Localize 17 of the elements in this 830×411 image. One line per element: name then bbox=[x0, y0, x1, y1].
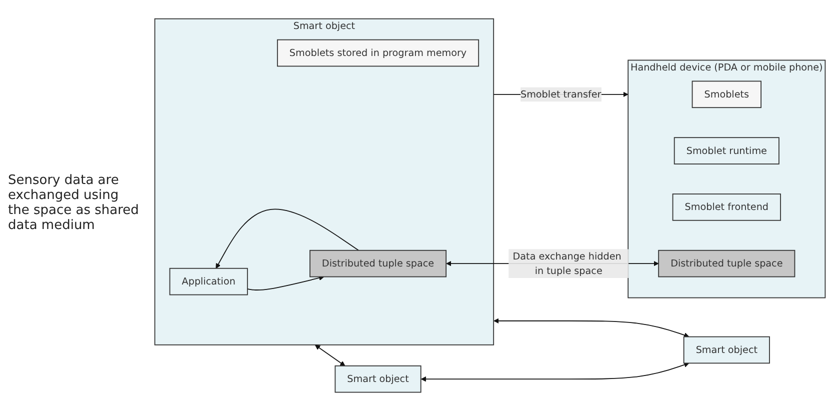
node-box: Smoblet frontend bbox=[672, 194, 781, 221]
node-box: Smart object bbox=[683, 336, 770, 364]
arrow bbox=[216, 208, 360, 269]
node-box: Distributed tuple space bbox=[310, 250, 447, 278]
arrow bbox=[246, 275, 324, 290]
edge-label: Data exchange hidden in tuple space bbox=[512, 250, 622, 276]
node-box: Smoblets stored in program memory bbox=[276, 39, 480, 67]
node-box: Application bbox=[169, 268, 248, 296]
node-box: Smoblet runtime bbox=[674, 137, 780, 164]
node-box: Smoblets bbox=[692, 80, 762, 108]
note-text: Sensory data are exchanged using the space as shared data medium bbox=[8, 172, 140, 232]
arrow bbox=[420, 362, 690, 382]
node-box: Distributed tuple space bbox=[658, 250, 796, 278]
arrow bbox=[494, 318, 690, 338]
edge-label: Smoblet transfer bbox=[520, 88, 602, 100]
node-box: Smart object bbox=[334, 365, 422, 393]
arrow bbox=[314, 344, 346, 366]
